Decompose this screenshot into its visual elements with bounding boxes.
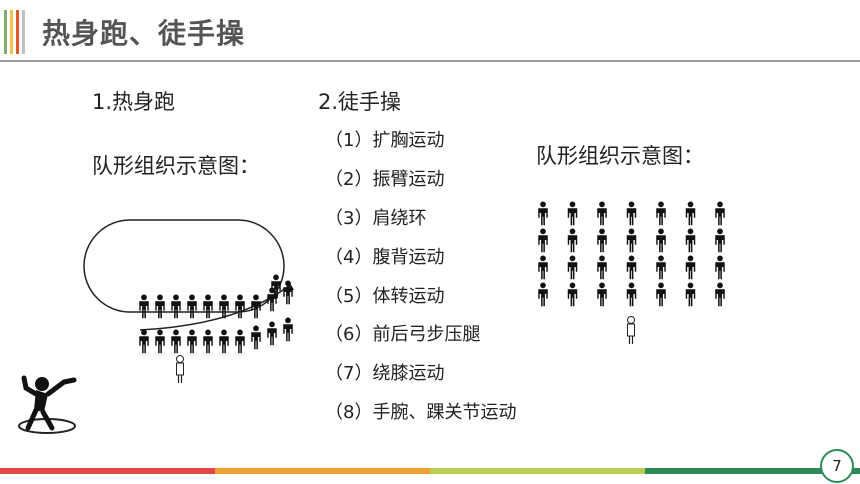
section2-heading: 2.徒手操 bbox=[318, 90, 402, 114]
title-stripe bbox=[22, 10, 25, 54]
person-icon bbox=[567, 255, 578, 280]
teacher-icon bbox=[627, 316, 635, 344]
exercise-item: （2）振臂运动 bbox=[325, 169, 445, 190]
person-icon bbox=[715, 201, 725, 226]
exercise-item: （5）体转运动 bbox=[325, 286, 445, 307]
grid-people bbox=[538, 201, 725, 307]
person-icon bbox=[171, 329, 181, 354]
running-formation-diagram bbox=[83, 219, 294, 383]
title-divider bbox=[0, 60, 860, 62]
band-segment bbox=[0, 468, 215, 474]
person-icon bbox=[597, 255, 607, 280]
person-icon bbox=[715, 255, 725, 280]
person-icon bbox=[626, 228, 637, 253]
person-icon bbox=[656, 255, 666, 280]
person-icon bbox=[283, 317, 293, 342]
person-icon bbox=[626, 255, 637, 280]
person-icon bbox=[538, 228, 548, 253]
band-segment bbox=[645, 468, 860, 474]
exercise-item: （4）腹背运动 bbox=[325, 247, 445, 268]
running-direction-arrow bbox=[139, 284, 291, 331]
section2-formation-label: 队形组织示意图： bbox=[536, 144, 704, 168]
person-icon bbox=[203, 329, 213, 354]
person-icon bbox=[656, 228, 666, 253]
person-icon bbox=[567, 228, 578, 253]
person-icon bbox=[155, 294, 165, 319]
person-icon bbox=[685, 228, 696, 253]
person-icon bbox=[715, 228, 725, 253]
person-icon bbox=[203, 294, 213, 319]
person-icon bbox=[219, 294, 229, 319]
exercise-item: （7）绕膝运动 bbox=[325, 363, 445, 384]
band-segment bbox=[215, 468, 430, 474]
slide-title: 热身跑、徒手操 bbox=[42, 17, 246, 50]
person-icon bbox=[626, 282, 637, 307]
person-icon bbox=[235, 294, 245, 319]
calisthenics-formation-diagram bbox=[538, 201, 725, 344]
running-people bbox=[139, 274, 293, 354]
person-icon bbox=[685, 282, 696, 307]
person-icon bbox=[139, 294, 149, 319]
person-icon bbox=[597, 201, 607, 226]
exercise-item: （1）扩胸运动 bbox=[325, 130, 445, 151]
person-icon bbox=[538, 282, 548, 307]
person-icon bbox=[597, 282, 607, 307]
person-icon bbox=[597, 228, 607, 253]
title-stripe bbox=[16, 10, 19, 54]
person-icon bbox=[235, 329, 245, 354]
bottom-color-band bbox=[0, 468, 860, 474]
person-icon bbox=[626, 201, 637, 226]
title-bar bbox=[0, 0, 860, 62]
person-icon bbox=[656, 201, 666, 226]
person-icon bbox=[567, 201, 578, 226]
person-icon bbox=[267, 321, 277, 346]
page-number: 7 bbox=[820, 449, 854, 483]
person-icon bbox=[271, 274, 281, 299]
exercise-item: （8）手腕、踝关节运动 bbox=[325, 402, 517, 423]
band-segment bbox=[430, 468, 645, 474]
exercise-item: （6）前后弓步压腿 bbox=[325, 324, 481, 345]
person-icon bbox=[139, 329, 149, 354]
person-icon bbox=[567, 282, 578, 307]
section1-formation-label: 队形组织示意图： bbox=[92, 154, 260, 178]
teacher-icon bbox=[176, 355, 184, 383]
person-icon bbox=[187, 294, 197, 319]
person-icon bbox=[171, 294, 181, 319]
person-icon bbox=[538, 201, 548, 226]
person-icon bbox=[656, 282, 666, 307]
title-stripe bbox=[4, 10, 7, 54]
person-icon bbox=[685, 255, 696, 280]
section1-heading: 1.热身跑 bbox=[92, 90, 176, 114]
person-icon bbox=[251, 294, 261, 319]
person-icon bbox=[715, 282, 725, 307]
person-icon bbox=[251, 325, 261, 350]
exercise-item: （3）肩绕环 bbox=[325, 208, 427, 229]
person-icon bbox=[685, 201, 696, 226]
person-icon bbox=[538, 255, 548, 280]
person-icon bbox=[155, 329, 165, 354]
title-stripe bbox=[10, 10, 13, 54]
athlete-icon bbox=[18, 375, 77, 434]
person-icon bbox=[283, 280, 293, 305]
person-icon bbox=[187, 329, 197, 354]
person-icon bbox=[219, 329, 229, 354]
